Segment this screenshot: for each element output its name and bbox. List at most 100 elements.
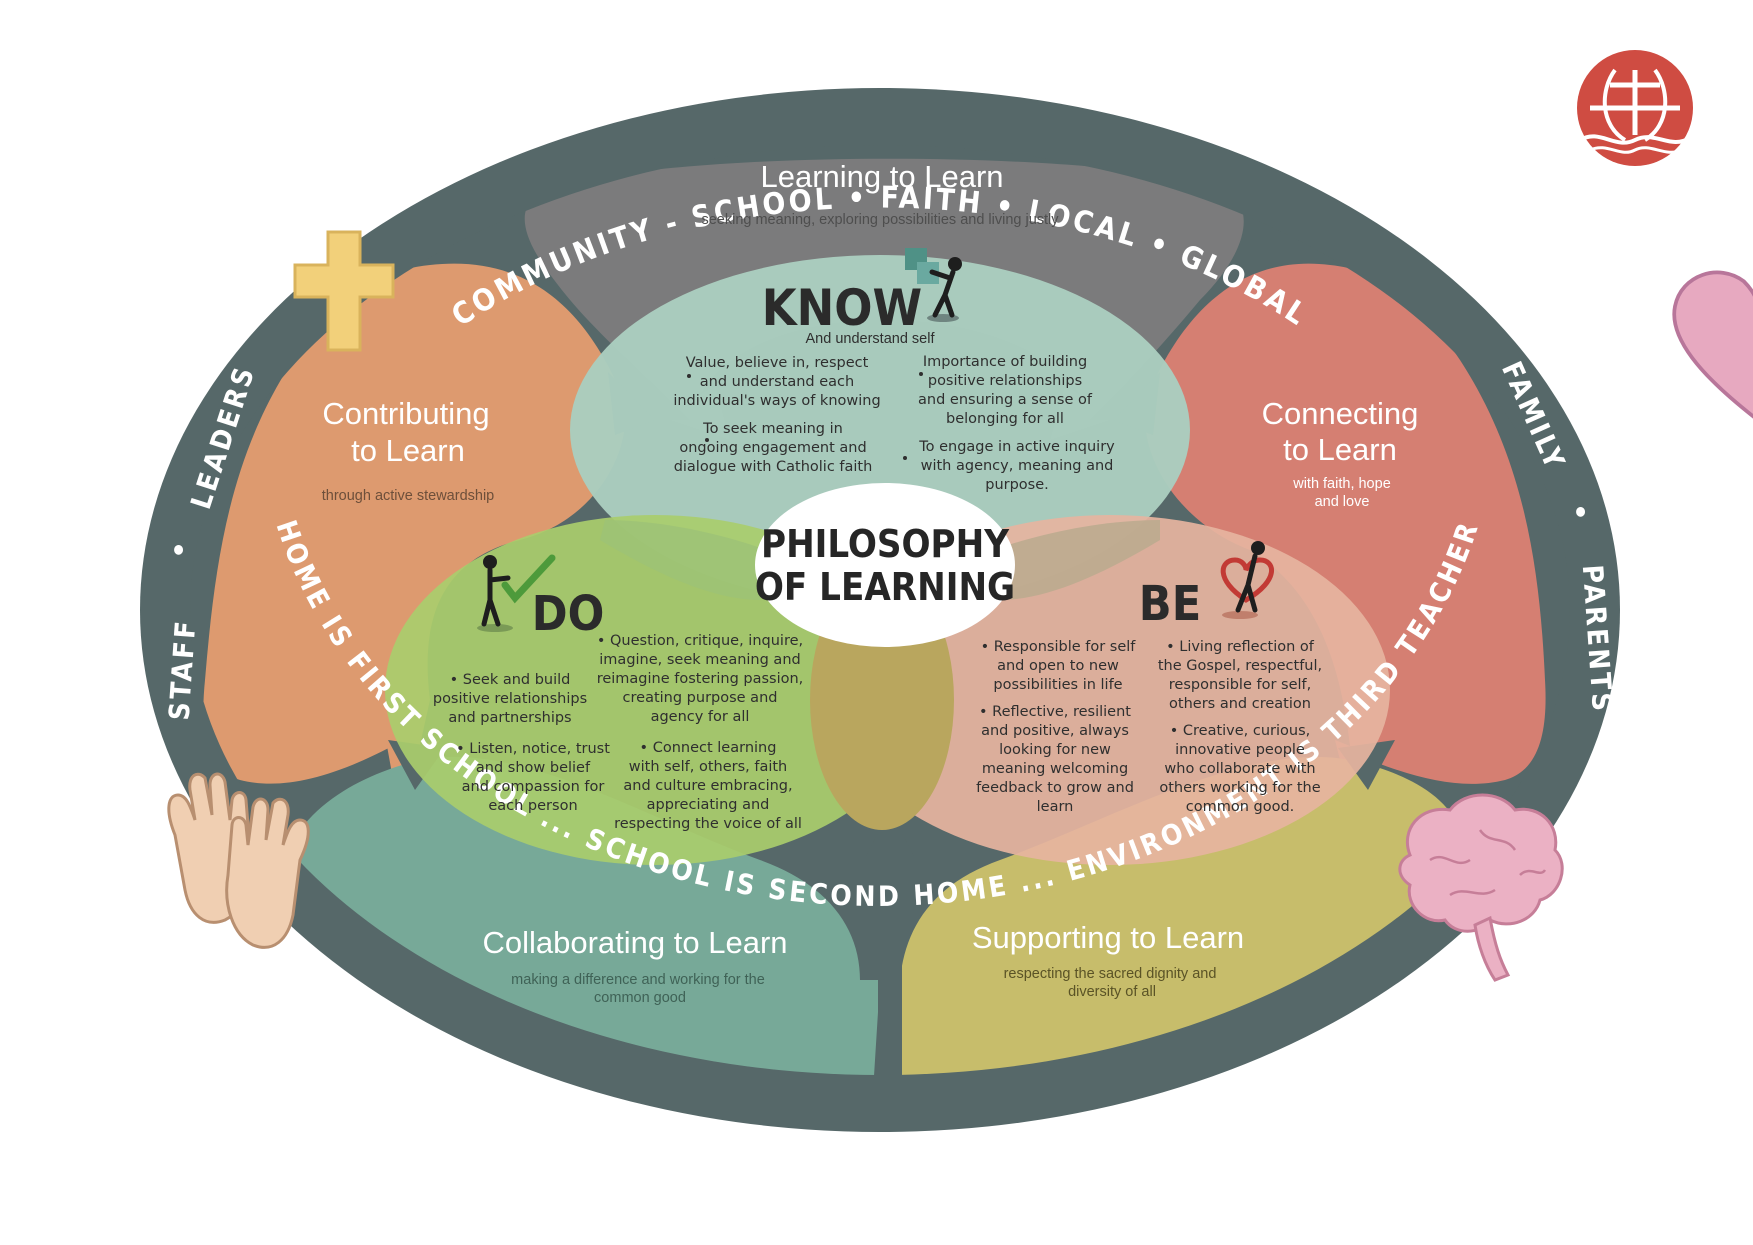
supporting-sub-1: respecting the sacred dignity and — [1004, 966, 1217, 982]
bullet-line: and compassion for — [462, 779, 605, 795]
bullet-line: common good. — [1186, 799, 1295, 815]
brain-icon — [1398, 793, 1564, 982]
bullet-line: belonging for all — [946, 411, 1064, 427]
overlap-know-do — [600, 520, 790, 600]
know-bullet-dot — [919, 372, 923, 376]
petal-contributing-to-learn — [203, 263, 626, 790]
school-logo-icon — [1577, 50, 1693, 166]
bullet-line: and show belief — [476, 760, 591, 776]
connecting-title-1: Connecting — [1262, 396, 1419, 431]
bullet-line: positive relationships — [928, 373, 1082, 389]
know-sub: And understand self — [806, 331, 936, 347]
bullet-line: with agency, meaning and — [921, 458, 1114, 474]
center-title-1: PHILOSOPHY — [761, 522, 1010, 566]
be-title: BE — [1139, 576, 1201, 632]
be-left-bullet-2: • Reflective, resilient and positive, alw… — [976, 704, 1134, 815]
petal-connecting-to-learn — [1144, 263, 1546, 800]
know-right-bullet-2: To engage in active inquiry with agency, … — [918, 439, 1115, 493]
learning-sub: seeking meaning, exploring possibilities… — [701, 212, 1059, 228]
do-left-bullet-2: • Listen, notice, trust and show belief an… — [456, 741, 610, 814]
contributing-sub: through active stewardship — [322, 488, 495, 504]
heart-icon — [1672, 270, 1753, 419]
center-oval — [755, 483, 1015, 647]
bullet-line: respecting the voice of all — [614, 816, 802, 832]
bullet-line: • Reflective, resilient — [979, 704, 1131, 720]
overlap-know-be — [970, 520, 1160, 600]
know-bullet-dot — [903, 456, 907, 460]
bullet-line: Value, believe in, respect — [686, 355, 869, 371]
know-left-bullet-2: To seek meaning in ongoing engagement and… — [674, 421, 873, 475]
bullet-line: individual's ways of knowing — [673, 393, 880, 409]
bullet-line: To seek meaning in — [702, 421, 843, 437]
bullet-line: To engage in active inquiry — [918, 439, 1115, 455]
heart-figure-icon — [1220, 541, 1274, 619]
bullet-line: creating purpose and — [623, 690, 778, 706]
supporting-sub-2: diversity of all — [1068, 984, 1156, 1000]
bullet-line: • Question, critique, inquire, — [597, 633, 803, 649]
bullet-line: purpose. — [985, 477, 1049, 493]
bullet-line: appreciating and — [647, 797, 770, 813]
supporting-title: Supporting to Learn — [972, 920, 1244, 955]
do-right-bullet-1: • Question, critique, inquire,imagine, s… — [597, 633, 804, 725]
bullet-line: meaning welcoming — [982, 761, 1128, 777]
bullet-line: Importance of building — [923, 354, 1087, 370]
ring-right-dot: • — [1572, 496, 1591, 529]
bullet-line: agency for all — [651, 709, 750, 725]
ring-staff: STAFF — [163, 617, 203, 721]
bullet-line: others working for the — [1159, 780, 1320, 796]
collaborating-sub-1: making a difference and working for the — [511, 972, 765, 988]
bullet-line: and ensuring a sense of — [918, 392, 1093, 408]
bullet-line: the Gospel, respectful, — [1158, 658, 1322, 674]
bullet-line: • Listen, notice, trust — [456, 741, 610, 757]
know-left-bullet-1: Value, believe in, respect and understand… — [673, 355, 880, 409]
arrow-bottom-stem — [878, 850, 902, 1120]
know-bullet-dot — [687, 374, 691, 378]
bullet-line: • Connect learning — [640, 740, 777, 756]
bullet-line: and culture embracing, — [623, 778, 792, 794]
puzzle-figure-icon — [905, 248, 962, 322]
bullet-line: reimagine fostering passion, — [597, 671, 804, 687]
bullet-line: and partnerships — [448, 710, 571, 726]
bullet-line: dialogue with Catholic faith — [674, 459, 873, 475]
bullet-line: and positive, always — [981, 723, 1129, 739]
bullet-line: each person — [488, 798, 577, 814]
bullet-line: • Creative, curious, — [1170, 723, 1311, 739]
bullet-line: with self, others, faith — [629, 759, 788, 775]
hands-icon — [167, 772, 310, 949]
know-title: KNOW — [762, 279, 922, 337]
learning-title: Learning to Learn — [760, 159, 1003, 194]
collaborating-sub-2: common good — [594, 990, 686, 1006]
bullet-line: looking for new — [999, 742, 1111, 758]
connecting-sub-2: and love — [1315, 494, 1370, 510]
contributing-title-1: Contributing — [322, 396, 489, 431]
bullet-line: and understand each — [700, 374, 854, 390]
arrow-bottom — [865, 810, 915, 858]
do-right-bullet-2: • Connect learning with self, others, fai… — [614, 740, 802, 832]
bullet-line: possibilities in life — [993, 677, 1122, 693]
cross-icon — [293, 230, 395, 352]
collaborating-title: Collaborating to Learn — [482, 925, 787, 960]
do-title: DO — [532, 586, 605, 642]
bullet-line: ongoing engagement and — [679, 440, 866, 456]
bullet-line: • Seek and build — [450, 672, 571, 688]
bullet-line: positive relationships — [433, 691, 587, 707]
connecting-sub-1: with faith, hope — [1292, 476, 1391, 492]
bullet-line: innovative people — [1175, 742, 1305, 758]
know-right-bullet-1: Importance of building positive relations… — [918, 354, 1093, 427]
bullet-line: others and creation — [1169, 696, 1311, 712]
bullet-line: and open to new — [997, 658, 1119, 674]
bullet-line: responsible for self, — [1169, 677, 1312, 693]
bullet-line: who collaborate with — [1164, 761, 1315, 777]
bullet-line: learn — [1037, 799, 1074, 815]
bullet-line: • Living reflection of — [1166, 639, 1315, 655]
know-bullet-dot — [705, 438, 709, 442]
be-right-bullet-2: • Creative, curious, innovative people who… — [1159, 723, 1320, 815]
connecting-title-2: to Learn — [1283, 432, 1397, 467]
checkmark-figure-icon — [477, 554, 556, 632]
contributing-title-2: to Learn — [351, 433, 465, 468]
ring-left-dot: • — [170, 534, 189, 567]
venn-know — [570, 255, 1190, 605]
center-title-2: OF LEARNING — [755, 565, 1015, 609]
